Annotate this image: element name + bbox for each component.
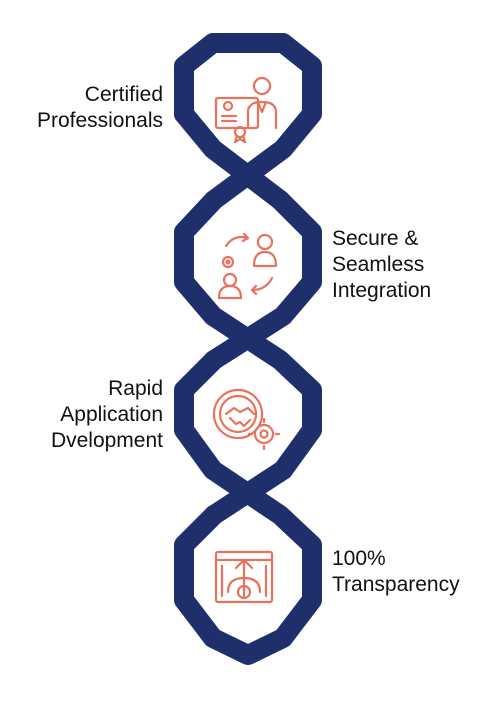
hex-outline-3-right	[204, 460, 293, 525]
hex-outline-2-right	[204, 190, 322, 370]
step-label-line: Secure &	[332, 227, 419, 250]
hex-outline-1	[174, 33, 322, 210]
step-label-line: 100%	[332, 547, 386, 570]
handshake-gear-icon	[212, 388, 281, 451]
upload-gear-window-icon	[214, 550, 274, 604]
step-label-line: Transparency	[332, 573, 460, 596]
hex-outline-1-lower	[174, 104, 290, 210]
step-label-line: Certified	[84, 83, 163, 106]
step-label-line: Integration	[332, 279, 432, 302]
step-label-line: Rapid	[108, 377, 163, 400]
step-label-transparency: 100% Transparency	[332, 546, 460, 598]
step-label-line: Professionals	[36, 109, 163, 132]
step-label-secure-integration: Secure & Seamless Integration	[332, 226, 431, 304]
step-label-line: Seamless	[332, 253, 425, 276]
step-label-line: Dvelopment	[50, 429, 163, 452]
step-label-rapid-application-development: Rapid Application Dvelopment	[51, 376, 163, 454]
user-exchange-icon	[217, 232, 278, 300]
step-label-line: Application	[60, 403, 163, 426]
step-label-certified-professionals: Certified Professionals	[37, 82, 163, 134]
hex-outline-3	[174, 350, 322, 665]
certified-professional-icon	[214, 76, 278, 144]
